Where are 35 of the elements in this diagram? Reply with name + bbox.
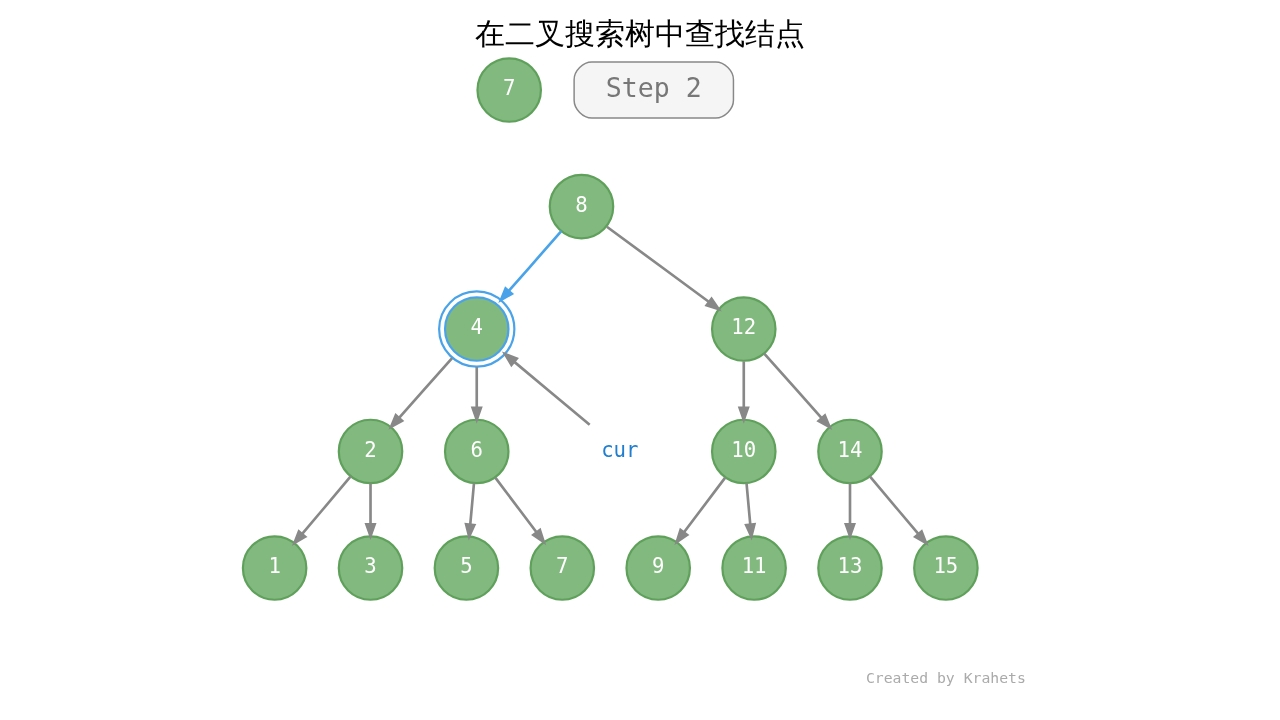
- diagram-title: 在二叉搜索树中查找结点: [475, 16, 805, 51]
- node-circle: 15: [912, 535, 979, 601]
- arrow: [762, 352, 832, 431]
- node-circle: 8: [548, 173, 614, 240]
- arrow: [493, 476, 546, 546]
- node-circle: 1: [241, 535, 307, 601]
- node-circle: 6: [443, 418, 510, 485]
- node-circle: 5: [433, 535, 499, 601]
- label: Created by Krahets: [865, 669, 1026, 687]
- node-circle: 11: [720, 535, 787, 601]
- arrow: [291, 475, 352, 547]
- arrow: [470, 367, 483, 424]
- arrow: [737, 361, 750, 424]
- arrow: [364, 483, 377, 541]
- node-text: cur: [600, 437, 638, 462]
- arrow: [463, 483, 476, 541]
- arrow: [673, 476, 726, 546]
- node-circle: 7: [475, 57, 542, 123]
- node-circle: 10: [710, 418, 777, 485]
- node-box: Step 2: [572, 61, 734, 119]
- node-circle: 9: [624, 535, 691, 601]
- node-circle: 7: [529, 535, 595, 601]
- node-circle: 2: [337, 418, 403, 485]
- node-circle: 3: [337, 535, 403, 601]
- arrow: [605, 225, 722, 312]
- arrow: [868, 475, 929, 547]
- node-circle: 14: [816, 418, 883, 485]
- arrow: [501, 351, 590, 426]
- node-circle: 13: [816, 535, 883, 601]
- arrow: [497, 230, 562, 303]
- arrow: [387, 357, 453, 430]
- arrow: [743, 483, 756, 541]
- node-circle: 12: [710, 296, 777, 362]
- node-circle: 4: [437, 290, 515, 368]
- arrow: [843, 483, 856, 541]
